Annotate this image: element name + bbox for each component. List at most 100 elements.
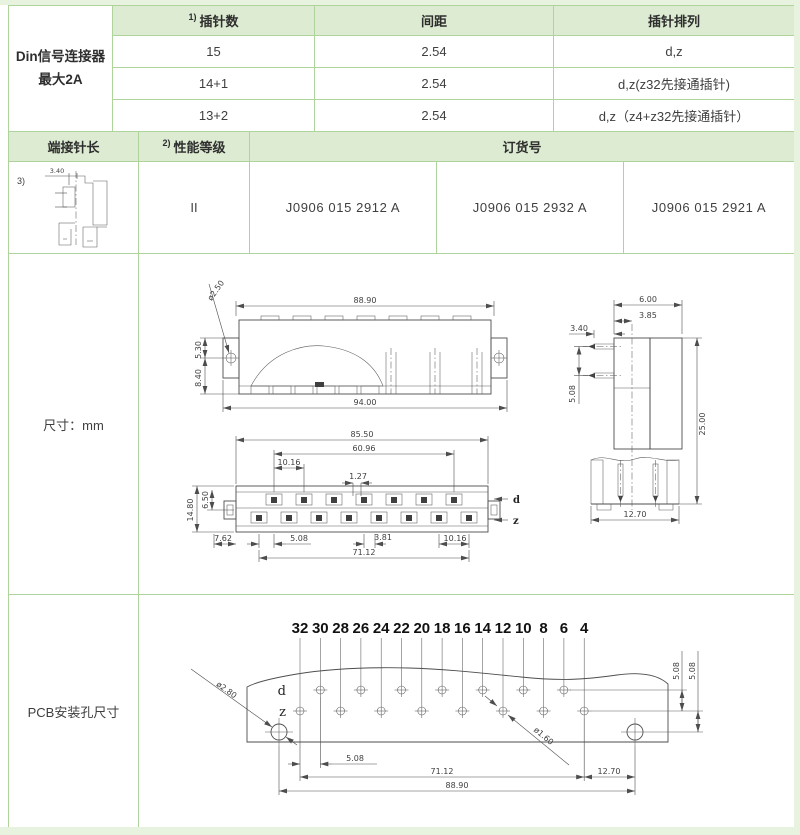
small-hole-leader: ø1.60 [484, 695, 570, 766]
product-rating: 最大2A [38, 71, 83, 87]
table-row: d,z（z4+z32先接通插针） [554, 100, 794, 131]
footnote-ref-1: 1) [188, 12, 197, 22]
pcb-hole-drawing: 32 30 28 26 24 22 20 18 16 14 12 10 8 6 … [190, 620, 703, 795]
footnote-ref-2: 2) [162, 138, 171, 148]
pin-number: 10 [515, 620, 532, 637]
performance-grade: II [190, 200, 198, 215]
pcb-right-dimensions: 5.08 5.08 [570, 651, 703, 733]
dim-label: 14.80 [186, 499, 195, 522]
row-d-label: d [513, 495, 520, 506]
dim-label: 88.90 [354, 296, 377, 305]
row-z-label: z [513, 516, 519, 527]
spec-table: Din信号连接器 最大2A 1) 插针数 间距 插针排列 15 2.54 d,z… [8, 5, 794, 827]
pcb-label: PCB安装孔尺寸 [27, 704, 120, 720]
pitch-value: 2.54 [421, 44, 447, 59]
dim-label: 12.70 [624, 510, 647, 519]
order-number-cell: J0906 015 2912 A [250, 162, 436, 253]
dimensions-label: 尺寸：mm [43, 417, 104, 433]
dimension-drawings: 88.90 [186, 279, 707, 562]
order-number-cell: J0906 015 2932 A [437, 162, 623, 253]
pin-number: 14 [474, 620, 491, 637]
table-row: 2.54 [315, 36, 553, 67]
order-number-cell: J0906 015 2921 A [624, 162, 794, 253]
page-margin-top [0, 0, 800, 5]
table-row: 15 [113, 36, 314, 67]
product-title-cell: Din信号连接器 最大2A [9, 6, 112, 131]
pin-number: 30 [312, 620, 329, 637]
pin-number: 16 [454, 620, 471, 637]
dim-label: 5.08 [568, 385, 577, 403]
dim-label: 3.40 [49, 167, 63, 175]
dim-label: 6.50 [201, 491, 210, 509]
footnote-ref-3: 3) [17, 176, 26, 186]
pcb-board-outline [246, 667, 669, 743]
dim-label: 3.81 [374, 533, 392, 542]
header-pitch: 间距 [315, 6, 553, 35]
side-pins [583, 343, 621, 379]
dim-label: 6.00 [639, 295, 657, 304]
header-order-number: 订货号 [250, 132, 794, 161]
arrangement-value: d,z [665, 44, 683, 59]
dimensions-drawing-cell: 88.90 [139, 254, 794, 594]
dim-label: 5.08 [672, 662, 681, 680]
pin-number: 26 [353, 620, 370, 637]
dim-label: 7.62 [214, 534, 232, 543]
header-pitch-label: 间距 [420, 14, 447, 29]
performance-grade-cell: II [139, 162, 249, 253]
front-view-drawing: 88.90 [194, 279, 508, 412]
pin-number: 12 [495, 620, 512, 637]
pin-length-drawing: 3.40 [44, 167, 107, 247]
page-margin-bottom [0, 827, 800, 835]
order-number: J0906 015 2912 A [285, 200, 401, 215]
dim-label: 3.40 [570, 324, 588, 333]
dim-label: 94.00 [354, 398, 377, 407]
arrangement-value: d,z(z32先接通插针) [618, 77, 730, 92]
pin-number: 20 [413, 620, 430, 637]
header-pin-count-label: 插针数 [199, 14, 239, 29]
table-row: 2.54 [315, 68, 553, 99]
page-margin-right [794, 0, 800, 835]
pin-number: 32 [292, 620, 309, 637]
pin-count-value: 14+1 [198, 76, 229, 91]
dim-label: 1.27 [349, 472, 367, 481]
pcb-drawing-cell: 32 30 28 26 24 22 20 18 16 14 12 10 8 6 … [139, 595, 794, 827]
product-name: Din信号连接器 [15, 48, 106, 64]
order-number: J0906 015 2932 A [472, 200, 588, 215]
hole-dia-label: ø2.50 [206, 279, 226, 303]
dim-label: 71.12 [353, 548, 376, 557]
pin-count-value: 15 [206, 44, 221, 59]
table-row: d,z(z32先接通插针) [554, 68, 794, 99]
pcb-label-cell: PCB安装孔尺寸 [9, 595, 138, 827]
dim-label: 12.70 [598, 767, 621, 776]
table-row: 14+1 [113, 68, 314, 99]
pin-count-value: 13+2 [198, 108, 229, 123]
pcb-holes-row-z [293, 704, 592, 718]
row-d-label: d [278, 684, 286, 699]
pin-number: 4 [580, 620, 589, 637]
header-pin-length: 端接针长 [9, 132, 138, 161]
dim-label: 71.12 [431, 767, 454, 776]
pcb-pin-leader-lines [299, 638, 585, 704]
dimensions-label-cell: 尺寸：mm [9, 254, 138, 594]
dim-label: 8.40 [194, 369, 203, 387]
side-view-drawing: 6.00 3.85 [568, 295, 707, 524]
dim-label: 3.85 [639, 311, 657, 320]
header-performance: 2) 性能等级 [139, 132, 249, 161]
table-row: 2.54 [315, 100, 553, 131]
dim-label: 60.96 [353, 444, 376, 453]
pcb-pin-numbers: 32 30 28 26 24 22 20 18 16 14 12 10 8 6 … [292, 620, 589, 637]
pin-number: 18 [434, 620, 451, 637]
front-view-centerlines [385, 348, 483, 394]
header-arrangement-label: 插针排列 [647, 14, 700, 29]
table-row: d,z [554, 36, 794, 67]
pitch-value: 2.54 [421, 108, 447, 123]
hole-dia-label: ø1.60 [532, 725, 555, 746]
dim-label: 5.08 [346, 754, 364, 763]
header-arrangement: 插针排列 [554, 6, 794, 35]
pin-number: 22 [393, 620, 410, 637]
header-performance-label: 性能等级 [173, 140, 226, 155]
header-pin-count: 1) 插针数 [113, 6, 314, 35]
dim-label: 10.16 [444, 534, 467, 543]
pcb-holes-row-d [313, 683, 571, 697]
